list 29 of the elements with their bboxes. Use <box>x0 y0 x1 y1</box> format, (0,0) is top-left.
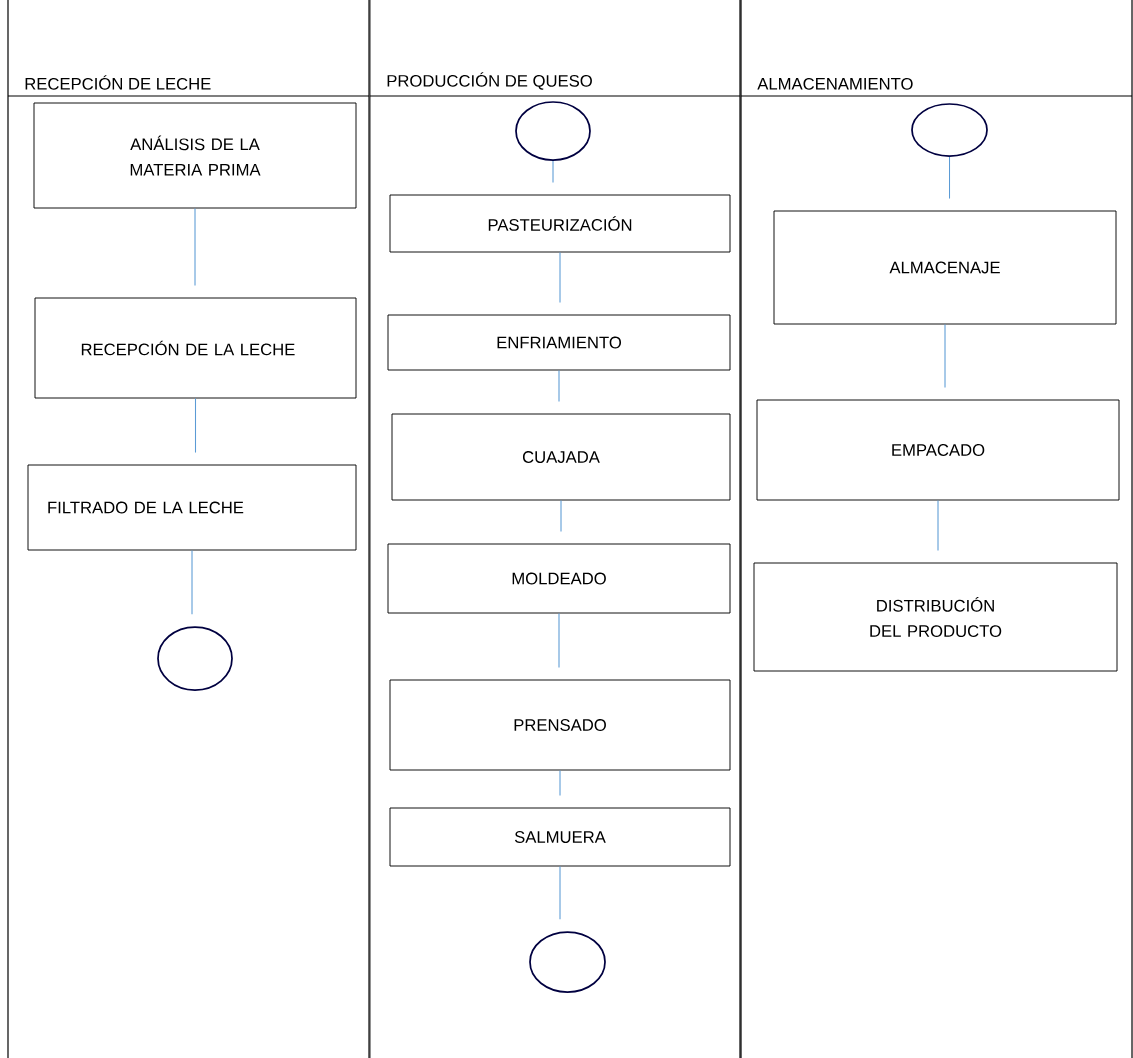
process-box: FILTRADO DE LA LECHE <box>27 464 357 551</box>
connector-line <box>559 769 561 797</box>
connector-line <box>937 499 939 552</box>
process-box: ALMACENAJE <box>773 210 1117 325</box>
connector-line <box>944 323 946 389</box>
process-box: PASTEURIZACIÓN <box>389 194 731 253</box>
connector-line <box>559 865 561 920</box>
process-box: EMPACADO <box>756 399 1120 501</box>
terminal-circle <box>911 103 988 157</box>
process-box: DISTRIBUCIÓN DEL PRODUCTO <box>753 562 1118 672</box>
connector-line <box>948 156 951 200</box>
connector-line <box>552 160 554 184</box>
process-box: CUAJADA <box>391 413 731 501</box>
connector-line <box>194 207 196 287</box>
process-box: RECEPCIÓN DE LA LECHE <box>34 297 357 399</box>
terminal-circle <box>157 626 233 691</box>
process-box: MOLDEADO <box>387 543 731 614</box>
connector-line <box>558 369 560 403</box>
process-box: ENFRIAMIENTO <box>387 314 731 371</box>
process-box: ANÁLISIS DE LA MATERIA PRIMA <box>33 102 357 209</box>
terminal-circle <box>515 101 591 161</box>
connector-line <box>191 549 193 615</box>
connector-line <box>559 251 561 304</box>
process-box: SALMUERA <box>389 807 731 867</box>
connector-line <box>560 499 562 533</box>
connector-line <box>194 397 197 454</box>
process-box: PRENSADO <box>389 679 731 771</box>
terminal-circle <box>529 931 606 993</box>
connector-line <box>558 612 560 669</box>
